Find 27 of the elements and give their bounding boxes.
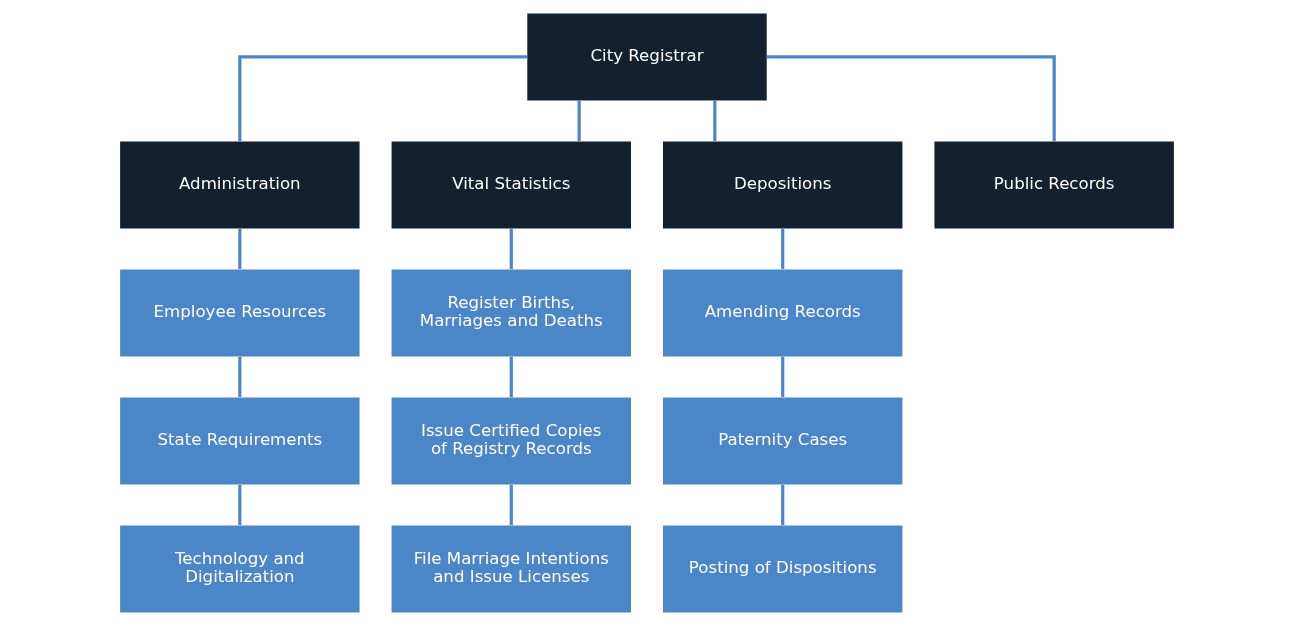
connector [238, 228, 242, 270]
node-box: Issue Certified Copies of Registry Records [391, 397, 631, 485]
node-box: Depositions [663, 141, 903, 229]
connector [238, 55, 528, 142]
connector [509, 484, 513, 526]
connector [509, 228, 513, 270]
node-box: Administration [120, 141, 360, 229]
node-box: Amending Records [663, 269, 903, 357]
connector [781, 356, 785, 398]
connector [577, 100, 581, 141]
node-box: Register Births, Marriages and Deaths [391, 269, 631, 357]
connector [781, 228, 785, 270]
node-box: Vital Statistics [391, 141, 631, 229]
node-box: Employee Resources [120, 269, 360, 357]
connector [509, 356, 513, 398]
connector [766, 55, 1056, 142]
node-box: Public Records [934, 141, 1174, 229]
connector [238, 484, 242, 526]
node-box: Technology and Digitalization [120, 525, 360, 613]
connector [781, 484, 785, 526]
node-box: Posting of Dispositions [663, 525, 903, 613]
node-box: City Registrar [527, 13, 767, 101]
node-box: Paternity Cases [663, 397, 903, 485]
connector [713, 100, 717, 141]
connector [238, 356, 242, 398]
node-box: State Requirements [120, 397, 360, 485]
node-box: File Marriage Intentions and Issue Licenses [391, 525, 631, 613]
